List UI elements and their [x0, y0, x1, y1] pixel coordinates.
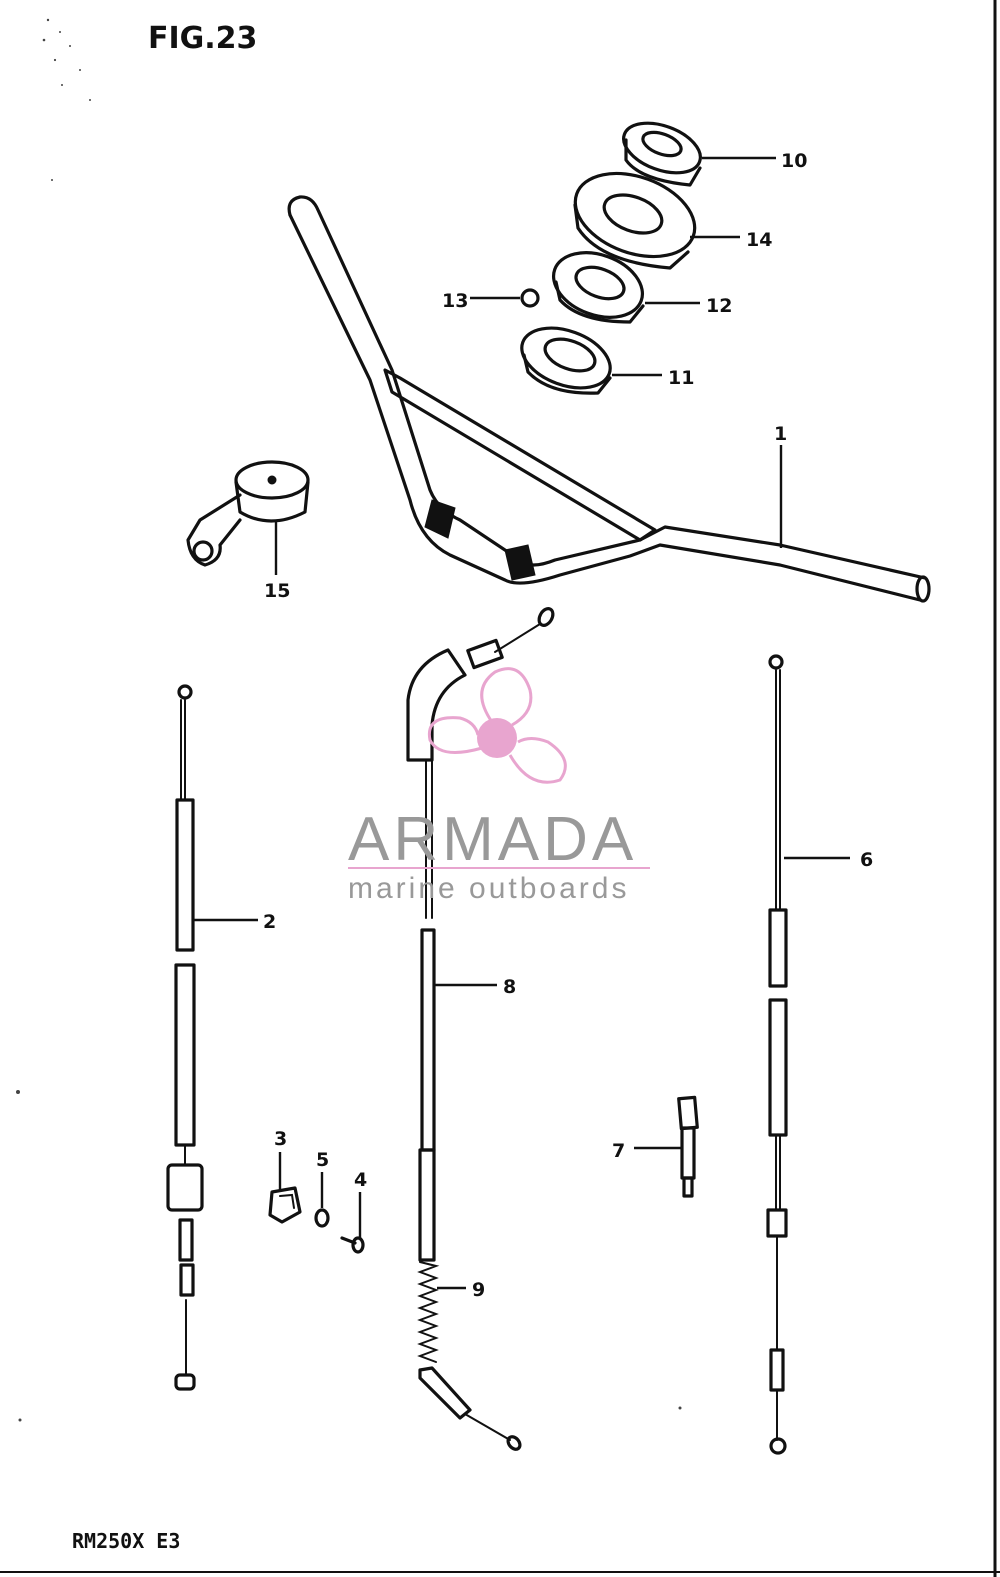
- callout-7: 7: [612, 1140, 625, 1162]
- callout-12: 12: [706, 295, 732, 317]
- washer-part: [573, 171, 697, 270]
- throttle-cable-part: [406, 607, 555, 1451]
- nut-part: [314, 1208, 330, 1228]
- figure-title: FIG.23: [148, 21, 257, 56]
- callout-2: 2: [263, 911, 276, 933]
- grip-end-cap-part: [622, 121, 702, 187]
- adjuster-part: [677, 1095, 699, 1198]
- cable-right-part: [766, 654, 788, 1455]
- callout-14: 14: [746, 229, 772, 251]
- callout-6: 6: [860, 849, 873, 871]
- ring-part: [551, 251, 645, 324]
- callout-15: 15: [264, 580, 290, 602]
- model-code: RM250X E3: [72, 1529, 180, 1553]
- callout-11: 11: [668, 367, 694, 389]
- watermark-tagline: marine outboards: [348, 872, 629, 905]
- screw-part: [340, 1236, 365, 1254]
- handlebar-part: [287, 195, 931, 603]
- lever-holder-part: [186, 460, 310, 567]
- bushing-part: [520, 326, 612, 395]
- callout-labels: 10 14 12 13 11 1 15 2 6 8 9 7 3 5 4: [263, 150, 873, 1301]
- leader-lines: [193, 156, 850, 1290]
- callout-5: 5: [316, 1149, 329, 1171]
- callout-10: 10: [781, 150, 807, 172]
- callout-4: 4: [354, 1169, 367, 1191]
- callout-9: 9: [472, 1279, 485, 1301]
- callout-1: 1: [774, 423, 787, 445]
- ball-part: [520, 288, 540, 308]
- propeller-icon: [427, 667, 567, 784]
- callout-8: 8: [503, 976, 516, 998]
- callout-3: 3: [274, 1128, 287, 1150]
- clamp-part: [268, 1186, 302, 1224]
- scan-speckles: [16, 18, 682, 1422]
- watermark-brand: ARMADA: [348, 805, 637, 874]
- cable-left-part: [166, 684, 204, 1391]
- callout-13: 13: [442, 290, 468, 312]
- watermark: ARMADA marine outboards: [348, 667, 650, 905]
